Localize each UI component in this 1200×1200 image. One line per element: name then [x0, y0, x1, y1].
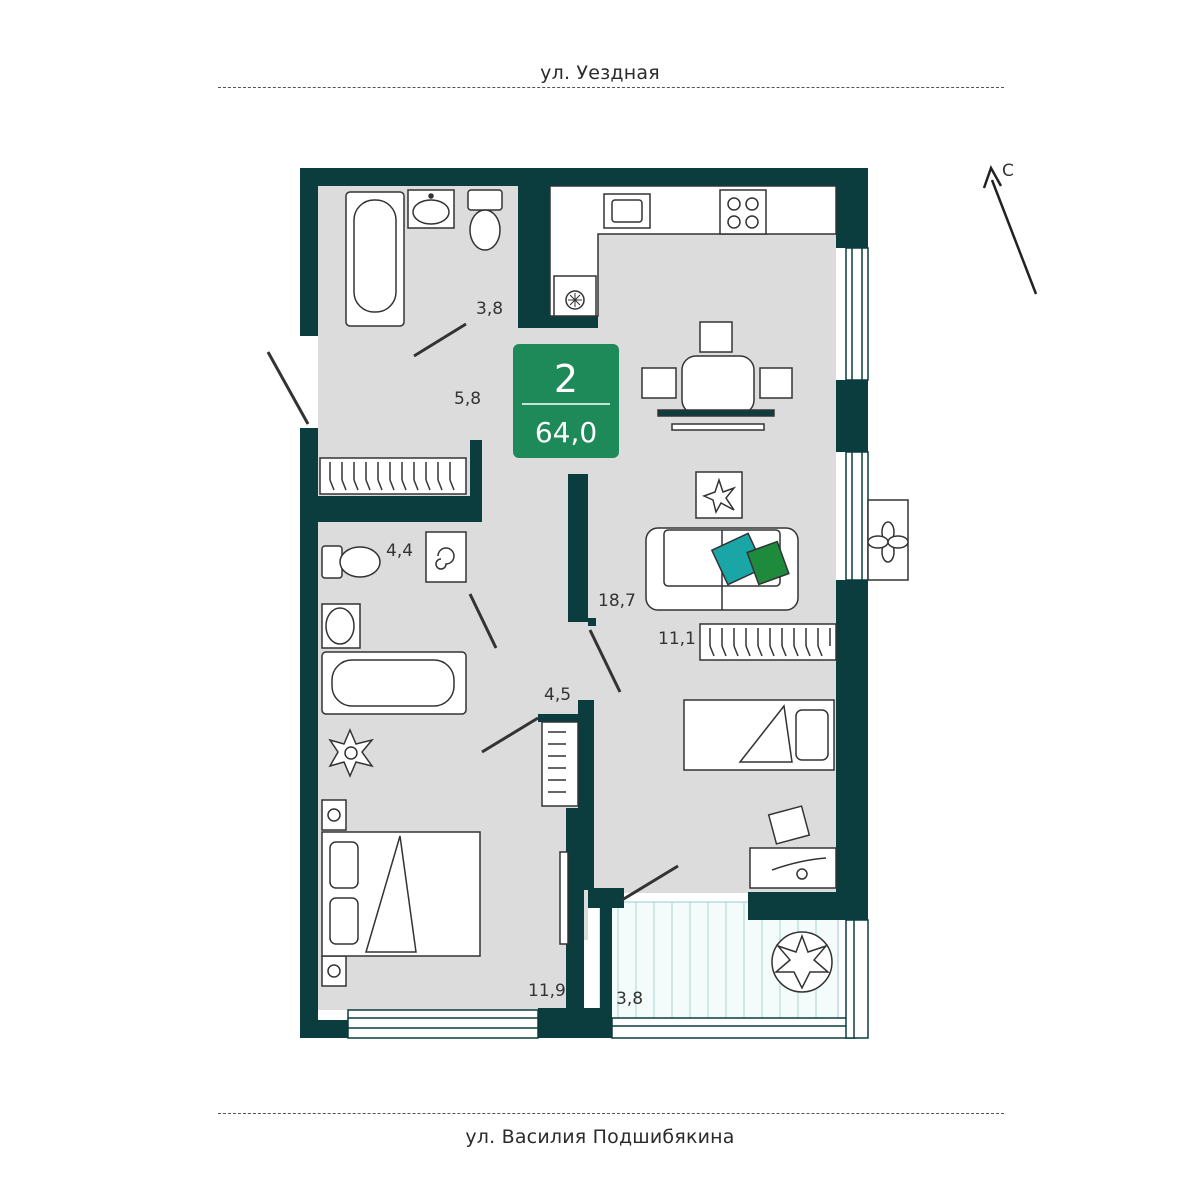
entry-door [266, 336, 318, 428]
area-bathroom-left: 4,4 [386, 541, 413, 561]
area-bathroom-top: 3,8 [476, 299, 503, 319]
area-living: 18,7 [598, 591, 636, 611]
area-balcony: 3,8 [616, 989, 643, 1009]
bathroom-left-door [468, 593, 498, 649]
area-bedroom-left: 11,9 [528, 981, 566, 1001]
kitchen-sink [603, 193, 651, 229]
compass: С [982, 161, 1038, 295]
street-top-divider [218, 87, 1004, 88]
street-bottom-label: ул. Василия Подшибякина [465, 1126, 735, 1148]
corridor-wardrobe [541, 721, 579, 807]
area-corridor: 4,5 [544, 685, 571, 705]
toilet-top [467, 189, 503, 251]
desk [749, 805, 837, 889]
sink-left [321, 603, 361, 649]
dining-set [641, 321, 793, 431]
toilet-left [321, 545, 381, 579]
fridge [553, 275, 597, 317]
corridor-doors [481, 629, 679, 902]
tv-stand [559, 851, 569, 945]
compass-arrow [990, 179, 1038, 295]
coffee-table [695, 471, 743, 519]
bathtub-left [321, 651, 467, 715]
bathroom-top-door [413, 322, 467, 358]
washing-machine [425, 531, 467, 583]
apartment-badge: 2 64,0 [513, 344, 619, 458]
badge-rooms: 2 [554, 357, 578, 401]
walls [300, 168, 868, 1038]
balcony-plant [771, 931, 833, 993]
windows [347, 247, 869, 1039]
ac-unit [867, 499, 909, 581]
stove [719, 189, 767, 235]
hall-wardrobe [319, 457, 467, 495]
room-labels: 3,8 5,8 18,7 4,4 4,5 11,1 11,9 3,8 [386, 299, 696, 1009]
sink-top [407, 189, 455, 229]
bedroom-right-wardrobe [699, 623, 837, 661]
double-bed [321, 799, 481, 987]
bathtub-top [345, 191, 405, 327]
plant-left [328, 728, 375, 778]
sofa [645, 527, 799, 611]
street-bottom-divider [218, 1113, 1004, 1114]
area-bedroom-right: 11,1 [658, 629, 696, 649]
street-top-label: ул. Уездная [540, 62, 660, 84]
badge-area: 64,0 [535, 416, 597, 449]
compass-label: С [1002, 161, 1014, 181]
area-hall: 5,8 [454, 389, 481, 409]
single-bed [683, 699, 835, 771]
